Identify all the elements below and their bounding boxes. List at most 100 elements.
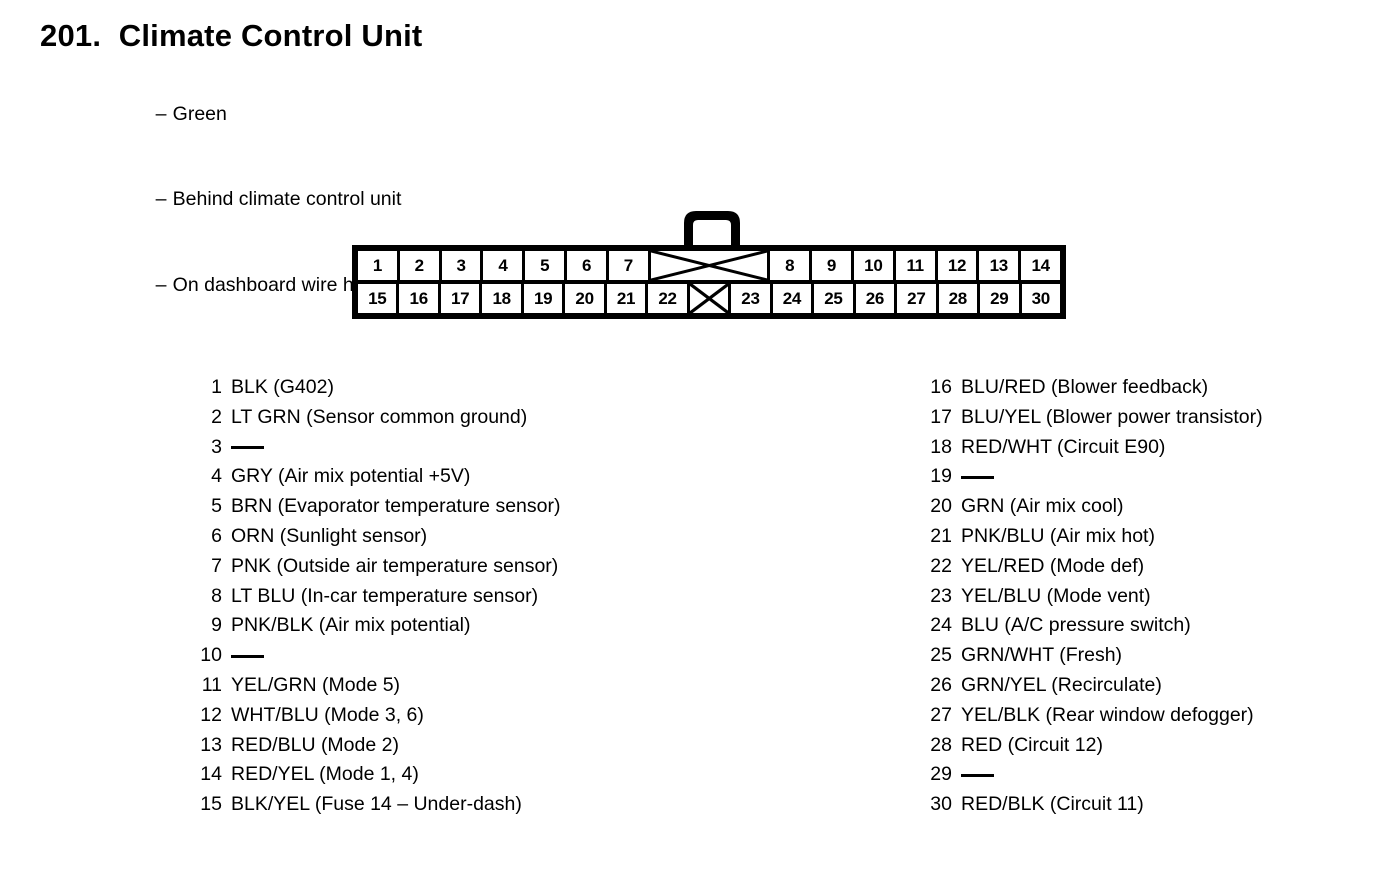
pin-unused-dash-icon — [952, 760, 994, 790]
pin-label: GRY (Air mix potential +5V) — [231, 465, 471, 488]
connector-pin-cell-14: 14 — [1021, 251, 1061, 280]
description-text: Behind climate control unit — [172, 188, 402, 210]
connector-pin-cell-22: 22 — [648, 284, 687, 313]
connector-pin-cell-4: 4 — [483, 251, 523, 280]
pin-label: LT BLU (In-car temperature sensor) — [231, 584, 539, 607]
connector-pin-cell-19: 19 — [523, 284, 563, 313]
pin-label: YEL/RED (Mode def) — [961, 554, 1145, 577]
pin-number: 7 — [211, 554, 222, 577]
pin-label: YEL/BLU (Mode vent) — [961, 584, 1151, 607]
connector-pin-cell-26: 26 — [855, 284, 895, 313]
connector-pin-cell-11: 11 — [895, 251, 935, 280]
pin-label: RED (Circuit 12) — [961, 733, 1103, 756]
pin-label: GRN (Air mix cool) — [961, 495, 1124, 518]
pin-label: PNK/BLK (Air mix potential) — [231, 614, 471, 637]
pin-label: RED/YEL (Mode 1, 4) — [231, 763, 419, 786]
pin-entry-4: 4 GRY (Air mix potential +5V) — [188, 462, 560, 492]
connector-pin-cell-13: 13 — [979, 251, 1019, 280]
connector-pin-cell-30: 30 — [1021, 284, 1060, 313]
connector-blank-cell — [689, 284, 729, 313]
pin-label: PNK/BLU (Air mix hot) — [961, 524, 1155, 547]
pin-number: 25 — [930, 644, 952, 667]
pin-entry-30: 30 RED/BLK (Circuit 11) — [918, 790, 1263, 820]
pin-label: BLU (A/C pressure switch) — [961, 614, 1191, 637]
pin-entry-1: 1 BLK (G402) — [188, 373, 560, 403]
page-title: 201. Climate Control Unit — [40, 18, 423, 53]
pin-label: WHT/BLU (Mode 3, 6) — [231, 703, 424, 726]
pin-entry-9: 9 PNK/BLK (Air mix potential) — [188, 611, 560, 641]
connector-pin-cell-6: 6 — [567, 251, 606, 280]
pin-number: 24 — [930, 614, 952, 637]
connector-pin-cell-3: 3 — [441, 251, 481, 280]
pin-label: RED/BLK (Circuit 11) — [961, 793, 1144, 816]
pin-number: 11 — [201, 673, 222, 696]
pin-number: 10 — [200, 644, 222, 667]
connector-pin-cell-24: 24 — [772, 284, 812, 313]
pin-label: YEL/GRN (Mode 5) — [231, 673, 401, 696]
pin-entry-8: 8 LT BLU (In-car temperature sensor) — [188, 582, 560, 612]
pin-entry-12: 12 WHT/BLU (Mode 3, 6) — [188, 701, 560, 731]
pin-number: 8 — [211, 584, 222, 607]
bullet-dash-icon: – — [155, 273, 167, 296]
pin-number: 28 — [930, 733, 952, 756]
pin-number: 6 — [211, 524, 222, 547]
pin-number: 12 — [200, 703, 222, 726]
pin-number: 13 — [200, 733, 222, 756]
pin-number: 18 — [930, 435, 952, 458]
description-item: –Green — [134, 71, 534, 157]
pin-entry-16: 16 BLU/RED (Blower feedback) — [918, 373, 1263, 403]
pin-number: 9 — [211, 614, 222, 637]
pin-label: BLU/YEL (Blower power transistor) — [961, 405, 1263, 428]
connector-blank-cell — [650, 251, 768, 280]
pin-number: 16 — [930, 376, 952, 398]
connector-pin-cell-8: 8 — [770, 251, 810, 280]
connector-pin-cell-18: 18 — [482, 284, 521, 313]
connector-pin-cell-23: 23 — [731, 284, 770, 313]
pin-entry-11: 11 YEL/GRN (Mode 5) — [188, 671, 560, 701]
bullet-dash-icon: – — [155, 188, 167, 210]
pin-number: 27 — [930, 703, 952, 726]
connector-pin-cell-28: 28 — [938, 284, 978, 313]
pin-number: 23 — [930, 584, 952, 607]
pin-entry-17: 17 BLU/YEL (Blower power transistor) — [918, 403, 1263, 433]
pin-number: 19 — [930, 465, 952, 488]
pin-label: BLU/RED (Blower feedback) — [961, 376, 1209, 398]
description-text: Green — [172, 102, 227, 125]
pin-list-right: 16 BLU/RED (Blower feedback) 17 BLU/YEL (Bl… — [918, 373, 1263, 820]
pin-unused-dash-icon — [222, 641, 264, 671]
connector-pin-cell-5: 5 — [525, 251, 565, 280]
pin-number: 1 — [211, 376, 222, 398]
pin-number: 29 — [930, 763, 952, 786]
pin-label: BLK/YEL (Fuse 14 – Under-dash) — [231, 793, 522, 816]
pin-number: 30 — [930, 793, 952, 816]
pin-unused-dash-icon — [952, 462, 994, 492]
pin-number: 14 — [200, 763, 222, 786]
connector-pin-cell-12: 12 — [937, 251, 977, 280]
pin-label: LT GRN (Sensor common ground) — [231, 405, 528, 428]
pin-entry-6: 6 ORN (Sunlight sensor) — [188, 522, 560, 552]
pin-entry-28: 28 RED (Circuit 12) — [918, 731, 1263, 761]
connector-pin-cell-10: 10 — [853, 251, 893, 280]
connector-pin-cell-27: 27 — [897, 284, 936, 313]
connector-pin-cell-9: 9 — [812, 251, 851, 280]
pin-number: 17 — [930, 405, 952, 428]
pin-number: 21 — [930, 524, 952, 547]
pin-number: 20 — [930, 495, 952, 518]
pin-label: BLK (G402) — [231, 376, 334, 398]
pin-number: 4 — [211, 465, 222, 488]
pin-label: ORN (Sunlight sensor) — [231, 524, 428, 547]
pin-number: 15 — [200, 793, 222, 816]
pin-entry-20: 20 GRN (Air mix cool) — [918, 492, 1263, 522]
pin-number: 3 — [211, 435, 222, 458]
pin-number: 5 — [211, 495, 222, 518]
connector-pin-cell-2: 2 — [399, 251, 439, 280]
